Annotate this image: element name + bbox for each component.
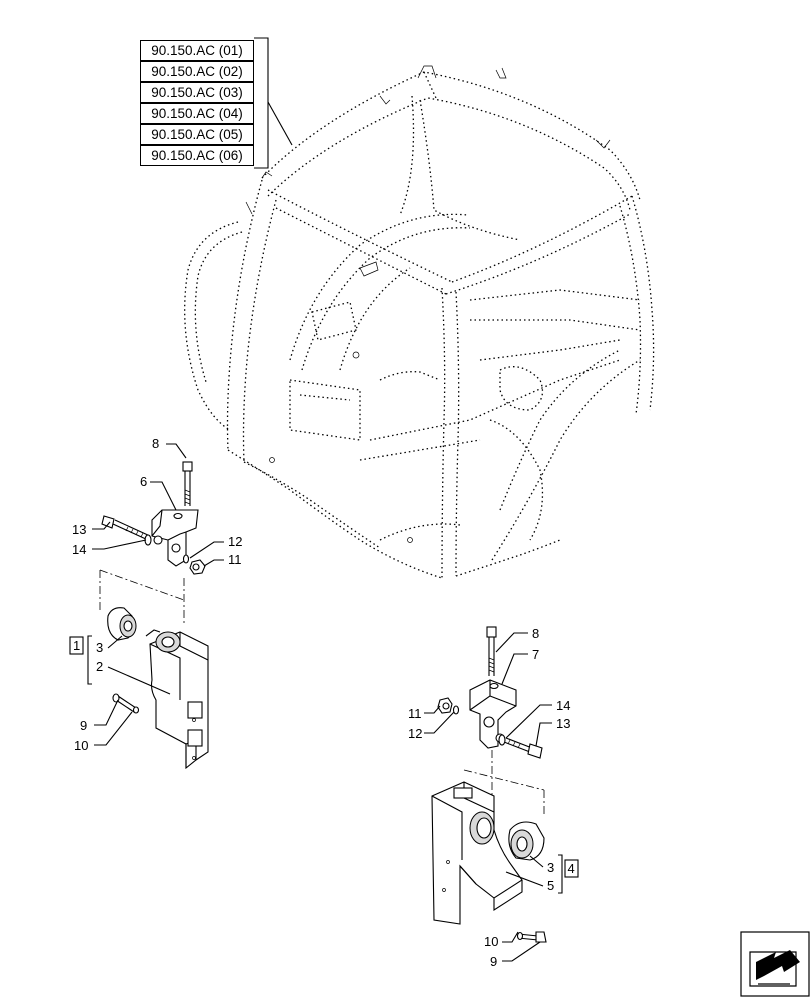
bushing-3-left bbox=[107, 607, 137, 641]
next-page-arrow-icon bbox=[749, 950, 800, 987]
reference-link-2[interactable]: 90.150.AC (02) bbox=[140, 61, 254, 82]
cab-frame bbox=[184, 65, 655, 579]
callout-14-left: 14 bbox=[72, 542, 86, 557]
callout-13-right: 13 bbox=[556, 716, 570, 731]
callout-8-right: 8 bbox=[532, 626, 539, 641]
callout-3-left: 3 bbox=[96, 640, 103, 655]
callout-6-left: 6 bbox=[140, 474, 147, 489]
callout-12-right: 12 bbox=[408, 726, 422, 741]
nut-11-right bbox=[437, 697, 460, 715]
nut-11-left bbox=[182, 554, 206, 575]
reference-link-1[interactable]: 90.150.AC (01) bbox=[140, 40, 254, 61]
screw-13-left bbox=[101, 515, 151, 541]
callout-14-right: 14 bbox=[556, 698, 570, 713]
callout-11-left: 11 bbox=[228, 552, 242, 567]
assembly-1-box bbox=[69, 636, 84, 655]
callout-3-right: 3 bbox=[547, 860, 554, 875]
callout-9-left: 9 bbox=[80, 718, 87, 733]
assembly-4-label: 4 bbox=[568, 861, 575, 876]
assembly-1-label: 1 bbox=[73, 638, 80, 653]
pin-9-right bbox=[516, 931, 547, 943]
reference-link-5[interactable]: 90.150.AC (05) bbox=[140, 124, 254, 145]
callout-11-right: 11 bbox=[408, 706, 422, 721]
bolt-8-right bbox=[486, 626, 497, 676]
screw-13-right bbox=[498, 734, 543, 759]
callout-5-right: 5 bbox=[547, 878, 554, 893]
left-mount-assembly: 8 6 13 14 12 11 3 2 9 10 1 bbox=[69, 436, 242, 770]
next-page-button[interactable] bbox=[740, 931, 810, 997]
bolt-8-left bbox=[182, 461, 193, 506]
support-2-left bbox=[145, 629, 209, 770]
right-mount-assembly: 8 7 11 12 14 13 3 5 10 9 4 bbox=[408, 626, 579, 969]
bracket-7 bbox=[469, 679, 517, 749]
reference-link-6[interactable]: 90.150.AC (06) bbox=[140, 145, 254, 166]
callout-9-right: 9 bbox=[490, 954, 497, 969]
callout-8-left: 8 bbox=[152, 436, 159, 451]
reference-link-4[interactable]: 90.150.AC (04) bbox=[140, 103, 254, 124]
bushing-3-right bbox=[508, 821, 545, 861]
callout-12-left: 12 bbox=[228, 534, 242, 549]
reference-link-3[interactable]: 90.150.AC (03) bbox=[140, 82, 254, 103]
support-5-right bbox=[431, 781, 523, 925]
callout-10-left: 10 bbox=[74, 738, 88, 753]
assembly-4-box bbox=[564, 859, 579, 878]
callout-10-right: 10 bbox=[484, 934, 498, 949]
reference-bracket bbox=[254, 37, 293, 169]
callout-13-left: 13 bbox=[72, 522, 86, 537]
callout-2-left: 2 bbox=[96, 659, 103, 674]
callout-7-right: 7 bbox=[532, 647, 539, 662]
